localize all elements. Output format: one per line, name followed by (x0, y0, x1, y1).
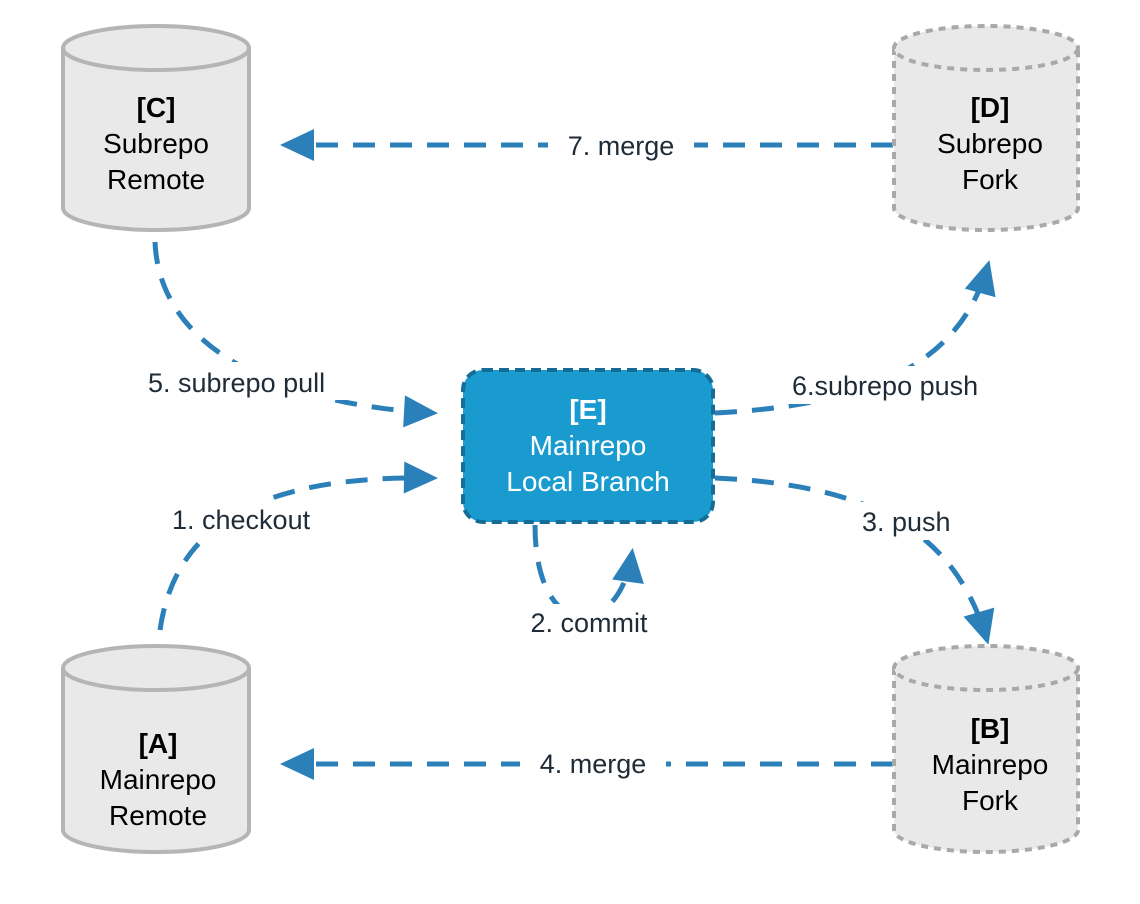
node-a-line2: Remote (109, 800, 207, 831)
label-bg (165, 500, 333, 538)
node-e-line1: Mainrepo (530, 430, 647, 461)
node-d-line2: Fork (962, 164, 1019, 195)
node-e-line2: Local Branch (506, 466, 669, 497)
node-c-id: [C] (137, 92, 176, 123)
node-b-id: [B] (971, 713, 1010, 744)
cylinder-body (892, 668, 1080, 854)
node-d-line1: Subrepo (937, 128, 1043, 159)
label-bg (785, 366, 1007, 404)
edge-label-subrepo-pull: 5. subrepo pull (148, 368, 325, 398)
label-bg (855, 502, 973, 540)
node-b-line1: Mainrepo (932, 749, 1049, 780)
node-b-line2: Fork (962, 785, 1019, 816)
edge-labels: 7. merge 4. merge 5. subrepo pull 6.subr… (140, 127, 1007, 783)
edge-label-merge-b-to-a: 4. merge (540, 749, 647, 779)
node-d-subrepo-fork: [D] Subrepo Fork (892, 24, 1080, 232)
node-a-line1: Mainrepo (100, 764, 217, 795)
edge-label-push: 3. push (862, 507, 951, 537)
label-bg (140, 362, 366, 400)
label-bg (520, 745, 666, 783)
cylinder-top (61, 644, 251, 692)
label-bg (515, 604, 663, 642)
cylinder-body (61, 48, 251, 232)
cylinder-top (892, 644, 1080, 692)
node-c-subrepo-remote: [C] Subrepo Remote (61, 24, 251, 232)
edge-label-checkout: 1. checkout (172, 505, 311, 535)
edge-label-subrepo-push: 6.subrepo push (792, 371, 978, 401)
node-b-mainrepo-fork: [B] Mainrepo Fork (892, 644, 1080, 854)
node-d-id: [D] (971, 92, 1010, 123)
cylinder-top (61, 24, 251, 72)
node-e-mainrepo-local-branch: [E] Mainrepo Local Branch (461, 368, 715, 524)
node-a-mainrepo-remote: [A] Mainrepo Remote (61, 644, 251, 854)
node-e-id: [E] (569, 394, 606, 425)
node-c-line1: Subrepo (103, 128, 209, 159)
node-c-line2: Remote (107, 164, 205, 195)
label-bg (548, 127, 694, 165)
cylinder-top (892, 24, 1080, 72)
edge-label-merge-d-to-c: 7. merge (568, 131, 675, 161)
edge-checkout (157, 461, 438, 631)
cylinder-body (892, 48, 1080, 232)
edge-label-commit: 2. commit (530, 608, 648, 638)
edge-commit (532, 524, 644, 620)
node-a-id: [A] (139, 728, 178, 759)
cylinder-body (61, 668, 251, 854)
local-branch-box (461, 368, 715, 524)
